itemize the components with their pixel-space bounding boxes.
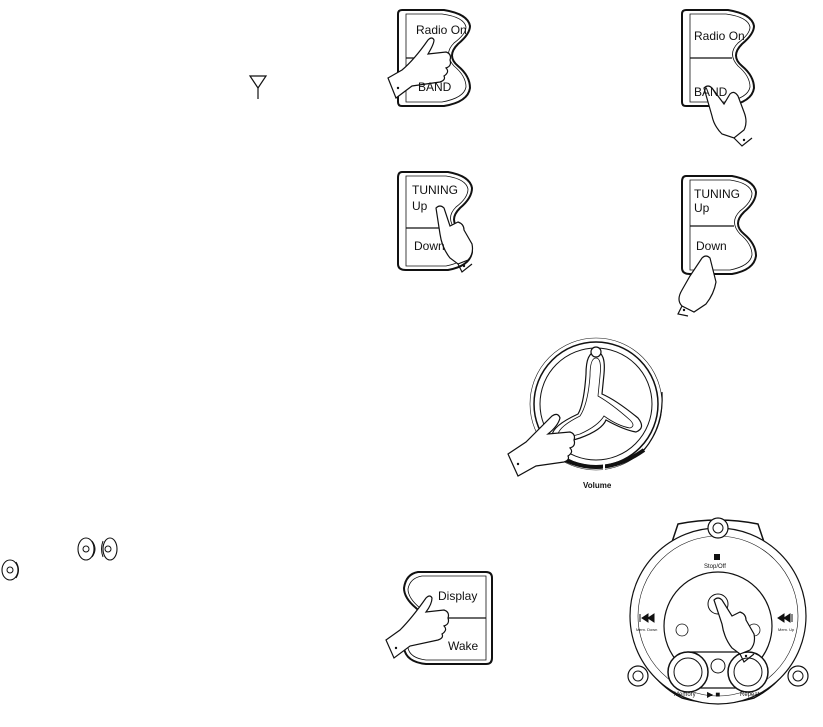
mem-down-label[interactable]: Mem. Down	[636, 627, 658, 632]
up-label[interactable]: Up	[412, 199, 428, 213]
tuning-panel-up-press: TUNING Up Down	[392, 168, 502, 278]
tuning-panel-down-press: TUNING Up Down	[676, 172, 786, 320]
band-label[interactable]: BAND	[694, 85, 728, 99]
radio-on-label[interactable]: Radio On	[694, 29, 745, 43]
hand-icon	[713, 597, 756, 655]
radio-panel-band-press: Radio On BAND	[672, 8, 782, 148]
hand-icon	[678, 255, 717, 313]
display-panel-press: Display Wake	[385, 568, 496, 668]
mem-up-label[interactable]: Mem. Up	[778, 627, 795, 632]
radio-on-label[interactable]: Radio On	[416, 23, 467, 37]
volume-dial[interactable]: Volume	[507, 330, 674, 494]
hand-icon	[435, 205, 474, 265]
tuning-label: TUNING	[694, 187, 740, 201]
hand-icon	[387, 37, 452, 99]
up-label[interactable]: Up	[694, 201, 710, 215]
hand-icon	[385, 595, 450, 659]
repeat-label[interactable]: Repeat	[740, 692, 760, 698]
headphone-icon	[1, 559, 19, 581]
display-label[interactable]: Display	[438, 589, 478, 603]
play-stop-label[interactable]: ▶ ■	[707, 690, 721, 699]
hand-icon	[703, 85, 747, 139]
hand-icon	[507, 413, 576, 477]
stop-off-label[interactable]: Stop/Off	[704, 564, 726, 570]
down-label[interactable]: Down	[696, 239, 727, 253]
speaker-icon	[77, 537, 118, 561]
band-label[interactable]: BAND	[418, 80, 452, 94]
tuning-label: TUNING	[412, 183, 458, 197]
wake-label[interactable]: Wake	[448, 639, 479, 653]
cd-control-panel: Stop/Off Mem. Down Mem. Up Memory ▶ ■ Re…	[618, 516, 818, 712]
volume-label: Volume	[583, 481, 612, 490]
down-label[interactable]: Down	[414, 239, 445, 253]
memory-label[interactable]: Memory	[674, 692, 696, 698]
antenna-icon	[248, 75, 268, 99]
radio-panel-radio-on-press: Radio On BAND	[387, 8, 498, 108]
